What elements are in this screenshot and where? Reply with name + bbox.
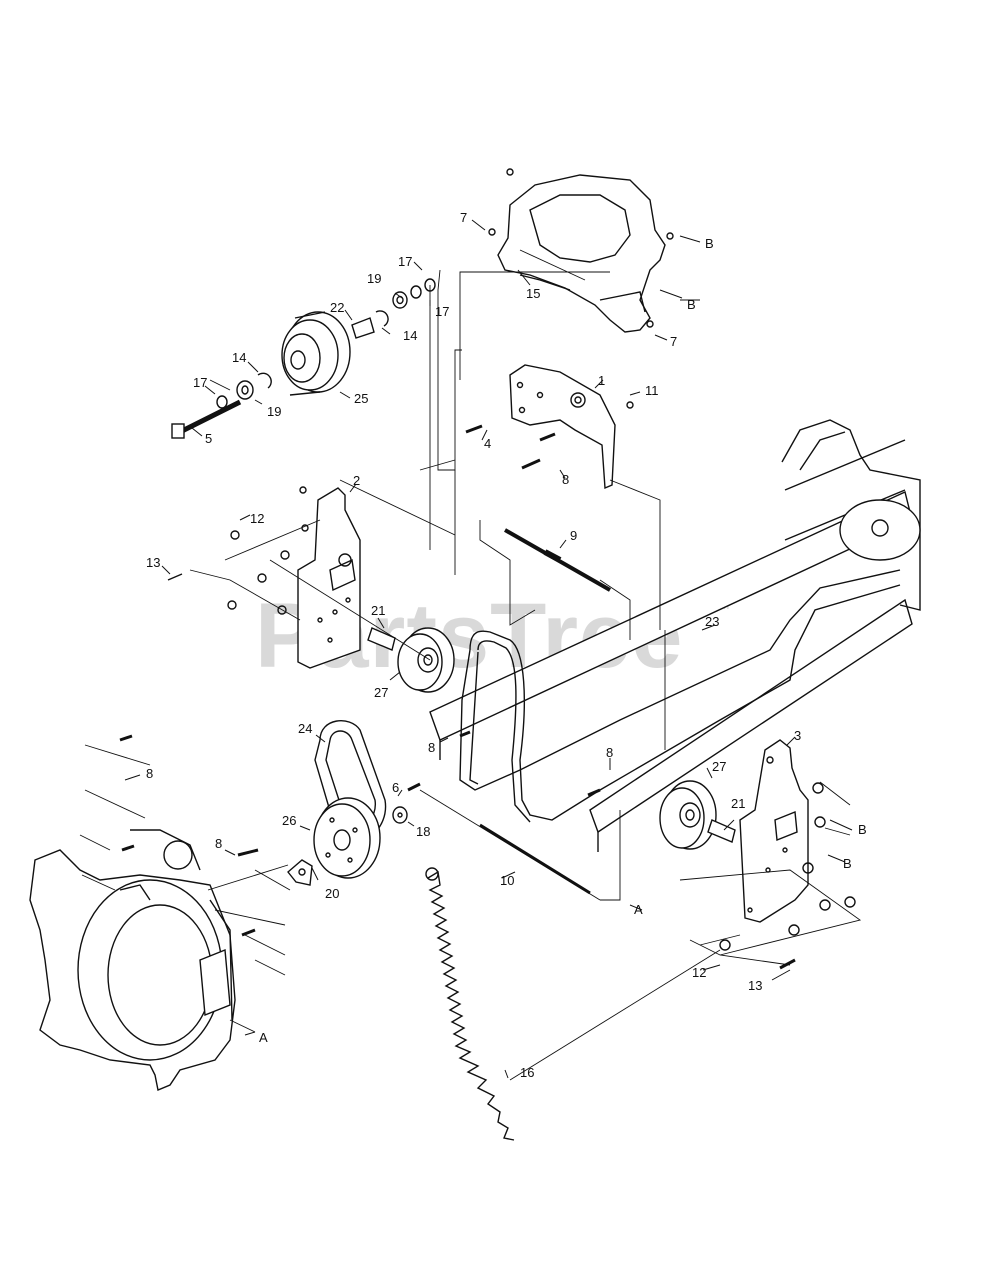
callout-4: 4	[484, 436, 491, 451]
callout-19a: 19	[367, 271, 381, 286]
rod	[479, 823, 591, 895]
callout-8c: 8	[428, 740, 435, 755]
callout-A-right: A	[634, 902, 643, 917]
tension-spring	[425, 867, 515, 1141]
idler-pulley-left	[367, 627, 455, 693]
callout-16: 16	[520, 1065, 534, 1080]
left-nuts	[167, 530, 290, 615]
callout-1: 1	[598, 373, 605, 388]
callout-23: 23	[705, 614, 719, 629]
upper-bracket	[509, 364, 616, 490]
callout-13b: 13	[748, 978, 762, 993]
callout-17a: 17	[398, 254, 412, 269]
callout-27b: 27	[712, 759, 726, 774]
callout-14a: 14	[232, 350, 246, 365]
callout-7a: 7	[460, 210, 467, 225]
bolts	[119, 168, 674, 937]
callout-B-4: B	[843, 856, 852, 871]
leader-lines	[79, 249, 862, 1081]
callout-8a: 8	[562, 472, 569, 487]
auger-housing	[29, 829, 236, 1091]
callout-8b: 8	[146, 766, 153, 781]
callout-9: 9	[570, 528, 577, 543]
callout-17b: 17	[435, 304, 449, 319]
right-mount-plate	[739, 739, 809, 923]
callout-15: 15	[526, 286, 540, 301]
callout-19b: 19	[267, 404, 281, 419]
callout-11: 11	[645, 383, 659, 398]
callout-2: 2	[353, 473, 360, 488]
callout-ticks	[124, 219, 853, 1079]
callout-7b: 7	[670, 334, 677, 349]
belt-guard	[497, 174, 666, 333]
callout-26: 26	[282, 813, 296, 828]
callout-B-3: B	[858, 822, 867, 837]
callout-22: 22	[330, 300, 344, 315]
callout-B-1: B	[705, 236, 714, 251]
callout-25: 25	[354, 391, 368, 406]
callout-21b: 21	[731, 796, 745, 811]
drive-belt	[459, 569, 901, 823]
right-nuts	[719, 782, 856, 970]
callout-13a: 13	[146, 555, 160, 570]
callout-5: 5	[205, 431, 212, 446]
callout-3: 3	[794, 728, 801, 743]
callout-8e: 8	[215, 836, 222, 851]
callout-12a: 12	[250, 511, 264, 526]
callout-21a: 21	[371, 603, 385, 618]
small-hardware	[237, 782, 421, 886]
upper-hardware	[171, 278, 436, 439]
callout-10: 10	[500, 873, 514, 888]
frame-rails	[429, 419, 921, 852]
callout-12b: 12	[692, 965, 706, 980]
left-mount-plate	[297, 486, 361, 669]
shaft	[504, 528, 611, 592]
callout-B-2: B	[687, 297, 696, 312]
callout-6: 6	[392, 780, 399, 795]
callout-labels: 1 2 3 4 5 6 7 7 8 8 8 8 8 9 10 11 12 12 …	[146, 210, 867, 1080]
callout-17c: 17	[193, 375, 207, 390]
callout-20: 20	[325, 886, 339, 901]
callout-A-left: A	[259, 1030, 268, 1045]
callout-18: 18	[416, 824, 430, 839]
callout-27a: 27	[374, 685, 388, 700]
auger-pulley	[313, 797, 381, 879]
callout-8d: 8	[606, 745, 613, 760]
callout-24: 24	[298, 721, 312, 736]
idler-pulley-large	[281, 311, 351, 396]
callout-14b: 14	[403, 328, 417, 343]
idler-pulley-right	[659, 780, 736, 850]
